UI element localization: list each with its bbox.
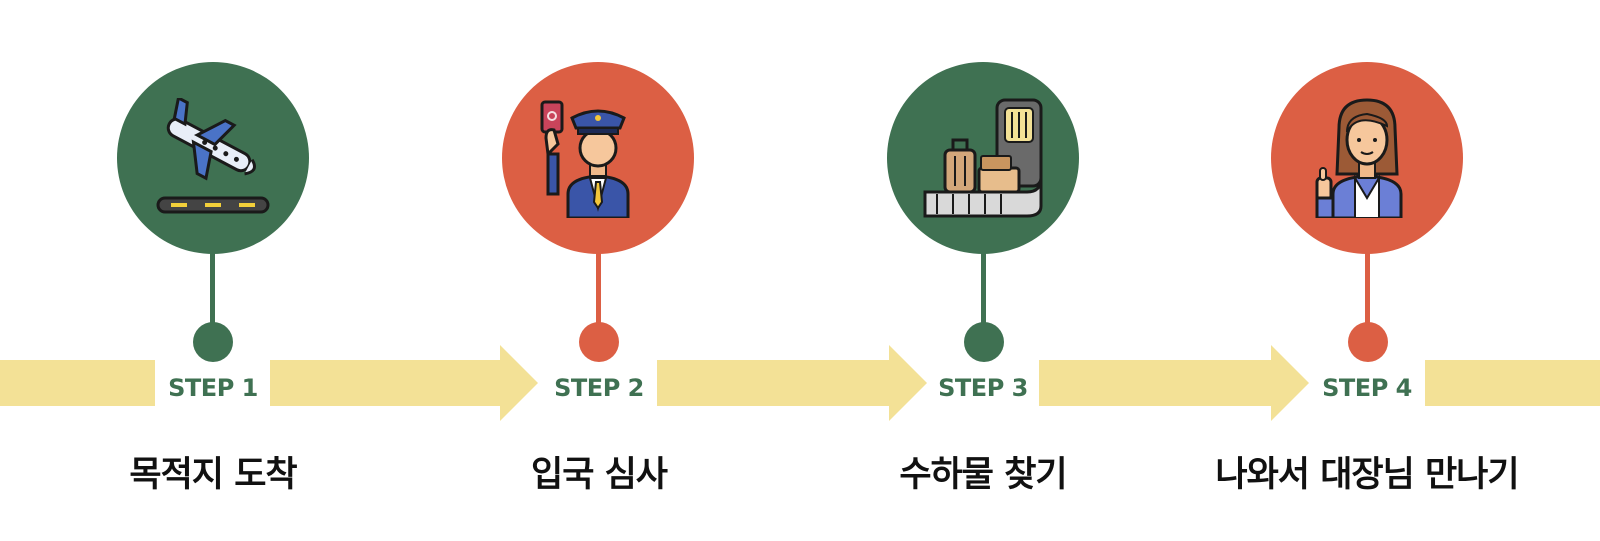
step-2-dot xyxy=(579,322,619,362)
timeline-band-1 xyxy=(270,360,502,406)
step-3-circle xyxy=(887,62,1079,254)
step-2-title: 입국 심사 xyxy=(531,455,668,495)
step-1-title: 목적지 도착 xyxy=(129,455,297,495)
step-1-circle xyxy=(117,62,309,254)
step-2-stem xyxy=(596,250,601,326)
guide-woman-icon xyxy=(1315,98,1403,218)
step-4-stem xyxy=(1365,250,1370,326)
timeline-arrow-1 xyxy=(500,345,538,421)
step-3-dot xyxy=(964,322,1004,362)
step-4-dot xyxy=(1348,322,1388,362)
timeline-band-2 xyxy=(657,360,891,406)
baggage-claim-icon xyxy=(923,98,1043,218)
timeline-band-0 xyxy=(0,360,155,406)
step-4-title: 나와서 대장님 만나기 xyxy=(1215,455,1519,495)
step-4-circle xyxy=(1271,62,1463,254)
step-3-title: 수하물 찾기 xyxy=(899,455,1067,495)
step-3-label: STEP 3 xyxy=(938,374,1028,402)
step-1-dot xyxy=(193,322,233,362)
step-2-circle xyxy=(502,62,694,254)
step-3-stem xyxy=(981,250,986,326)
immigration-officer-icon xyxy=(540,100,630,218)
step-4-label: STEP 4 xyxy=(1322,374,1412,402)
airplane-landing-icon xyxy=(156,98,270,214)
step-1-stem xyxy=(210,250,215,326)
step-2-label: STEP 2 xyxy=(554,374,644,402)
timeline-band-4 xyxy=(1425,360,1600,406)
timeline-arrow-2 xyxy=(889,345,927,421)
step-1-label: STEP 1 xyxy=(168,374,258,402)
timeline-arrow-3 xyxy=(1271,345,1309,421)
timeline-band-3 xyxy=(1039,360,1273,406)
